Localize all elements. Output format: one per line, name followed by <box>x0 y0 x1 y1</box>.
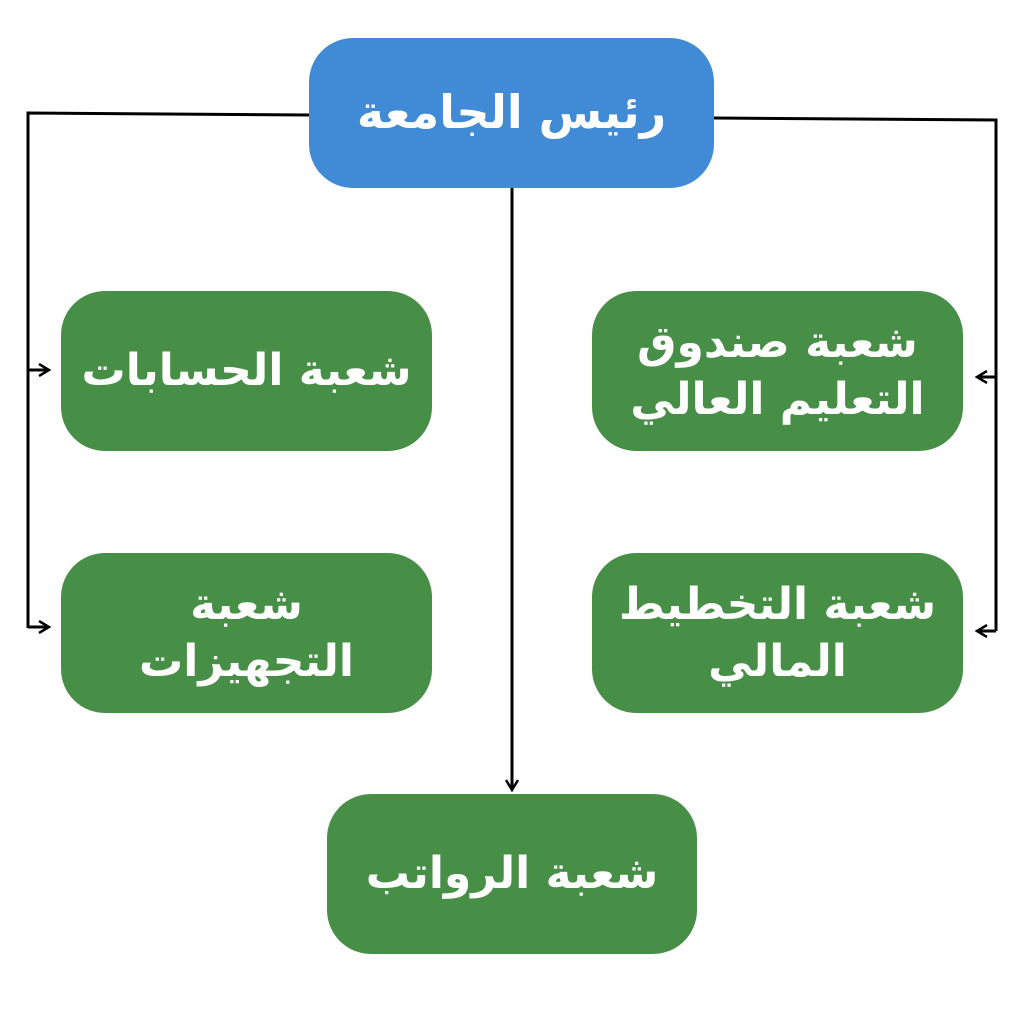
node-higher-education-fund: شعبة صندوق التعليم العالي <box>592 291 963 451</box>
connector-right-bracket <box>713 116 998 631</box>
node-label: شعبة التجهيزات <box>139 578 354 687</box>
node-label: شعبة الحسابات <box>81 345 412 397</box>
node-label: رئيس الجامعة <box>356 85 667 140</box>
node-label: شعبة صندوق التعليم العالي <box>630 316 925 425</box>
node-label: شعبة الرواتب <box>365 848 659 900</box>
node-salaries: شعبة الرواتب <box>327 794 697 954</box>
node-university-president: رئيس الجامعة <box>309 38 714 188</box>
node-accounts: شعبة الحسابات <box>61 291 432 451</box>
node-label: شعبة التخطيط المالي <box>618 578 937 687</box>
node-equipment: شعبة التجهيزات <box>61 553 432 713</box>
node-financial-planning: شعبة التخطيط المالي <box>592 553 963 713</box>
connector-left-bracket <box>26 111 310 628</box>
